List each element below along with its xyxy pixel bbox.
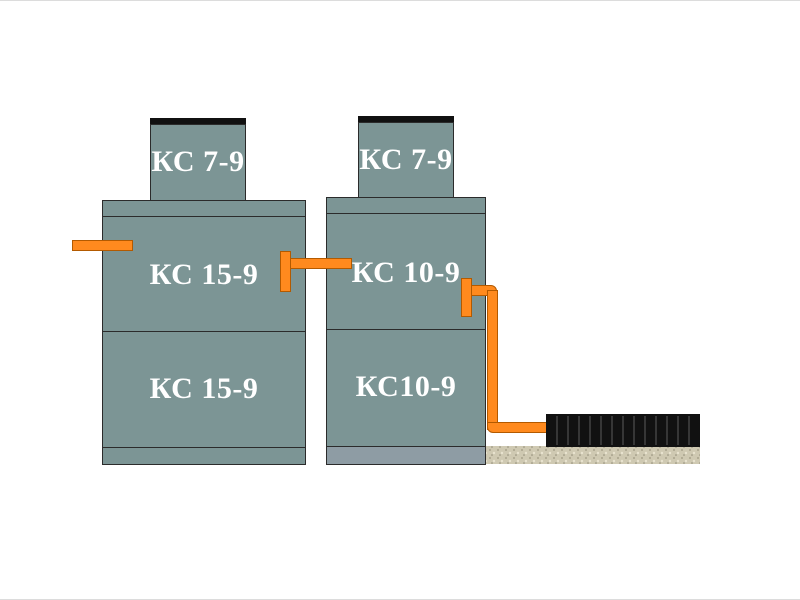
left-upper-ring-label: КС 15-9 [149,258,259,291]
overflow-pipe [290,258,352,269]
left-cover-slab [102,200,306,217]
left-lower-ring-label: КС 15-9 [149,372,259,405]
left-neck-ring [150,124,246,201]
outlet-pipe-tee [461,278,472,317]
left-neck-lid [150,118,246,124]
overflow-pipe-tee [280,251,291,292]
top-border [0,0,800,1]
right-neck-label: КС 7-9 [359,143,453,176]
right-neck-lid [358,116,454,122]
right-neck-ring [358,122,454,198]
right-lower-ring-label: КС10-9 [355,370,457,403]
left-base-slab [102,447,306,465]
left-lower-ring [102,331,306,448]
right-base-slab [326,446,486,465]
right-cover-slab [326,197,486,214]
outlet-pipe-to-field [487,422,549,433]
right-upper-ring-label: КС 10-9 [351,256,461,289]
outlet-pipe-vertical [487,290,498,430]
right-lower-ring [326,329,486,447]
left-neck-label: КС 7-9 [151,145,245,178]
infiltrator-body [546,414,700,447]
inlet-pipe [72,240,133,251]
